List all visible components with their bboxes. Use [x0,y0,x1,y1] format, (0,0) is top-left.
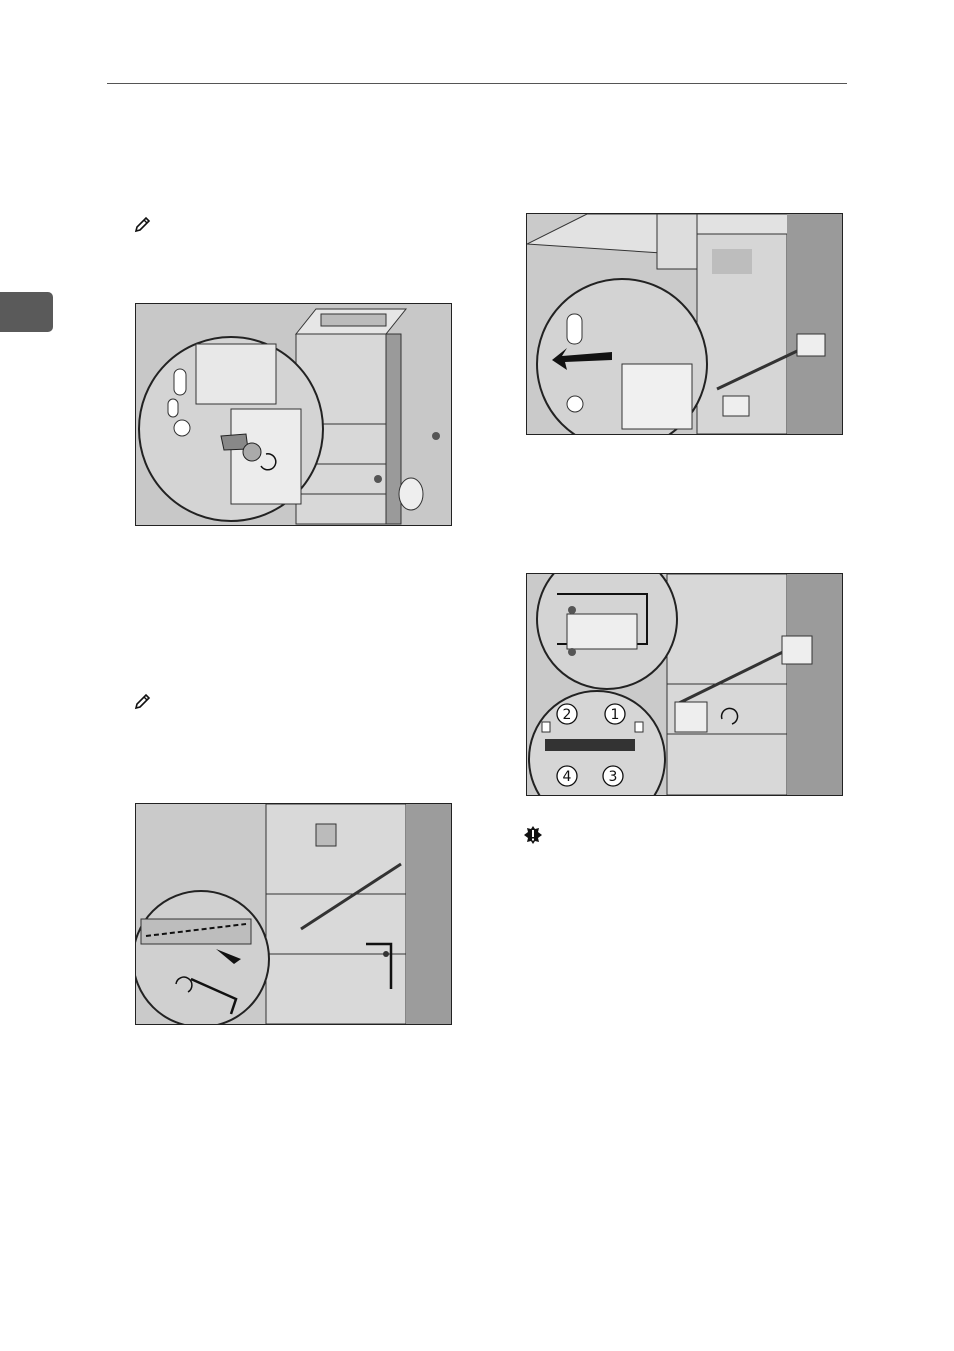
callout-3: 3 [609,769,618,785]
note-pencil-icon [133,693,151,711]
figure-remove-screws [135,303,452,526]
figure-remove-rail [135,803,452,1025]
callout-1: 1 [611,707,620,723]
note-pencil-icon [133,216,151,234]
callout-4: 4 [563,769,572,785]
figure-attach-bracket: 2 1 4 3 [526,573,843,796]
figure-attach-cover [526,213,843,435]
header-rule [107,83,847,84]
chapter-tab [0,292,53,332]
important-exclamation-icon [524,826,542,844]
callout-2: 2 [563,707,572,723]
